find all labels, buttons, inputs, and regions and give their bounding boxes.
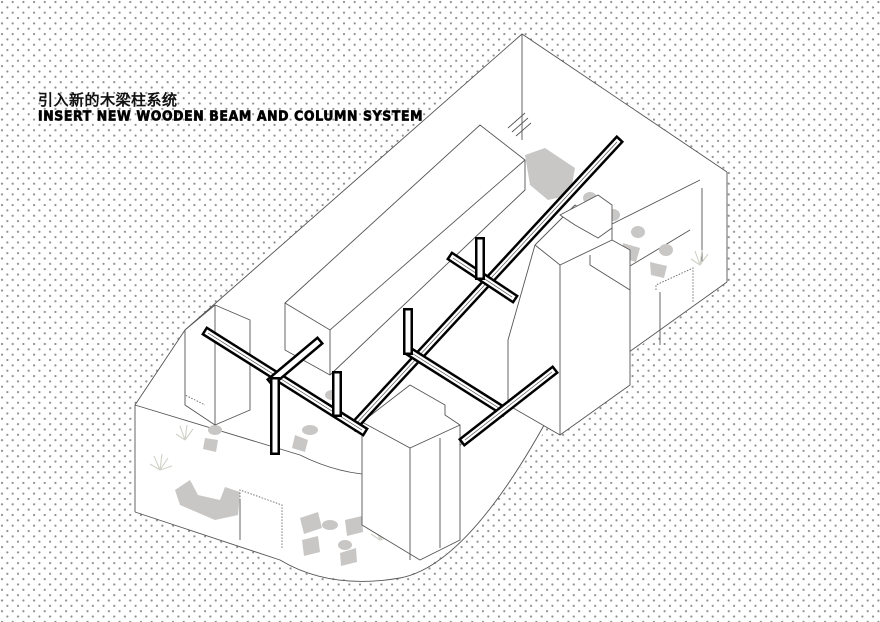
cross-beam-middle: [403, 345, 509, 417]
title-block: 引入新的木梁柱系统 INSERT NEW WOODEN BEAM AND COL…: [30, 91, 424, 124]
furniture: [175, 148, 673, 566]
cross-beam-left-stub: [265, 335, 325, 388]
title-chinese: 引入新的木梁柱系统: [38, 91, 178, 109]
inner-blocks: [184, 112, 694, 561]
cross-beam-right: [457, 364, 560, 448]
title-english: INSERT NEW WOODEN BEAM AND COLUMN SYSTEM: [38, 107, 424, 124]
beam-column-system: [201, 134, 625, 455]
